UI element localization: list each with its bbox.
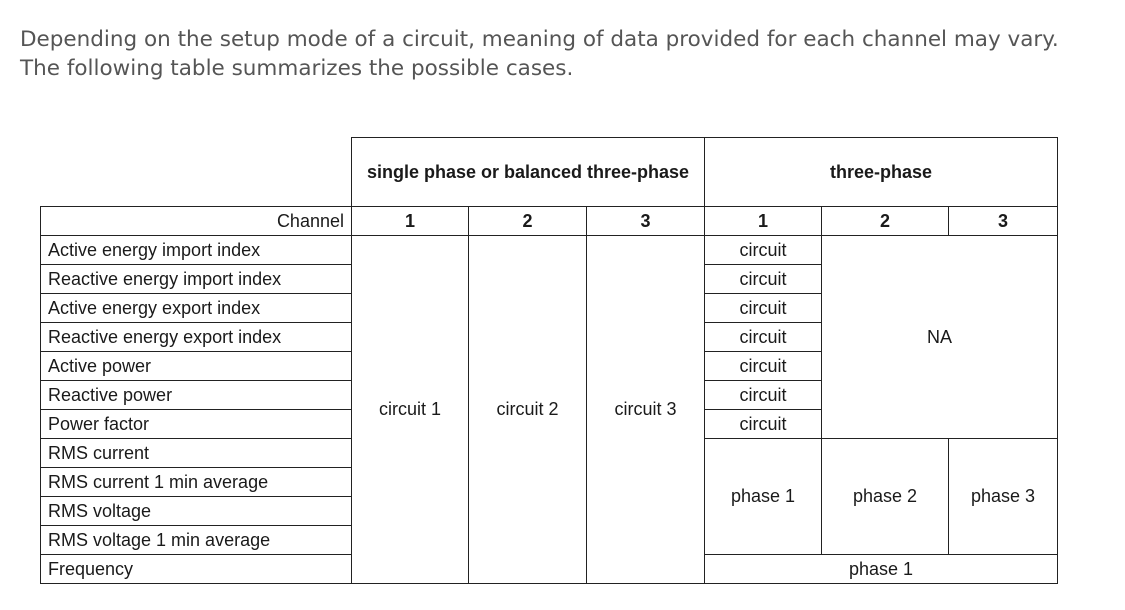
- row-label: Active energy export index: [40, 293, 352, 323]
- row-label: Active power: [40, 351, 352, 381]
- group-header-row: single phase or balanced three-phase thr…: [41, 137, 1058, 207]
- intro-paragraph: Depending on the setup mode of a circuit…: [20, 25, 1110, 83]
- three-channel-2-phase: phase 2: [821, 438, 949, 555]
- row-label: RMS voltage 1 min average: [40, 525, 352, 555]
- row-label: Reactive energy import index: [40, 264, 352, 294]
- table-row: Active energy import index circuit 1 cir…: [40, 235, 1058, 584]
- row-label: Reactive power: [40, 380, 352, 410]
- channel-data-table: single phase or balanced three-phase thr…: [40, 137, 1058, 584]
- single-channel-2-value: circuit 2: [468, 235, 587, 584]
- row-label: RMS current: [40, 438, 352, 468]
- table-row: RMS current 1 min average: [40, 467, 1058, 497]
- channel-header: 2: [821, 206, 949, 236]
- three-channel-1-value: circuit: [704, 409, 822, 439]
- three-channel-1-value: circuit: [704, 351, 822, 381]
- single-channel-3-value: circuit 3: [586, 235, 705, 584]
- table-row: Power factor circuit: [40, 409, 1058, 439]
- channel-header: 1: [704, 206, 822, 236]
- intro-line-2: The following table summarizes the possi…: [20, 56, 574, 81]
- channel-header: 3: [586, 206, 705, 236]
- table-row: RMS current phase 1 phase 2 phase 3: [40, 438, 1058, 555]
- three-channel-1-phase: phase 1: [704, 438, 822, 555]
- channel-row: Channel 1 2 3 1 2 3: [40, 206, 1058, 236]
- row-label: Active energy import index: [40, 235, 352, 265]
- row-label: Frequency: [40, 554, 352, 584]
- intro-line-1: Depending on the setup mode of a circuit…: [20, 27, 1059, 52]
- channel-label: Channel: [40, 206, 352, 236]
- not-applicable-cell: NA: [821, 235, 1058, 439]
- single-phase-header: single phase or balanced three-phase: [351, 137, 705, 207]
- table-row: Active power circuit: [40, 351, 1058, 381]
- row-label: RMS current 1 min average: [40, 467, 352, 497]
- frequency-value: phase 1: [704, 554, 1058, 584]
- channel-header: 2: [468, 206, 587, 236]
- channel-header: 3: [948, 206, 1058, 236]
- three-channel-1-value: circuit: [704, 293, 822, 323]
- table-row: Reactive energy import index circuit: [40, 264, 1058, 294]
- three-channel-1-value: circuit: [704, 322, 822, 352]
- table-row: Frequency phase 1: [40, 554, 1058, 584]
- three-channel-1-value: circuit: [704, 380, 822, 410]
- table-row: Reactive energy export index circuit: [40, 322, 1058, 352]
- row-label: Reactive energy export index: [40, 322, 352, 352]
- three-phase-header: three-phase: [704, 137, 1058, 207]
- three-channel-3-phase: phase 3: [948, 438, 1058, 555]
- single-channel-1-value: circuit 1: [351, 235, 469, 584]
- three-channel-1-value: circuit: [704, 264, 822, 294]
- channel-header: 1: [351, 206, 469, 236]
- row-label: RMS voltage: [40, 496, 352, 526]
- empty-corner: [41, 138, 352, 207]
- table-row: Reactive power circuit: [40, 380, 1058, 410]
- row-label: Power factor: [40, 409, 352, 439]
- three-channel-1-value: circuit: [704, 235, 822, 265]
